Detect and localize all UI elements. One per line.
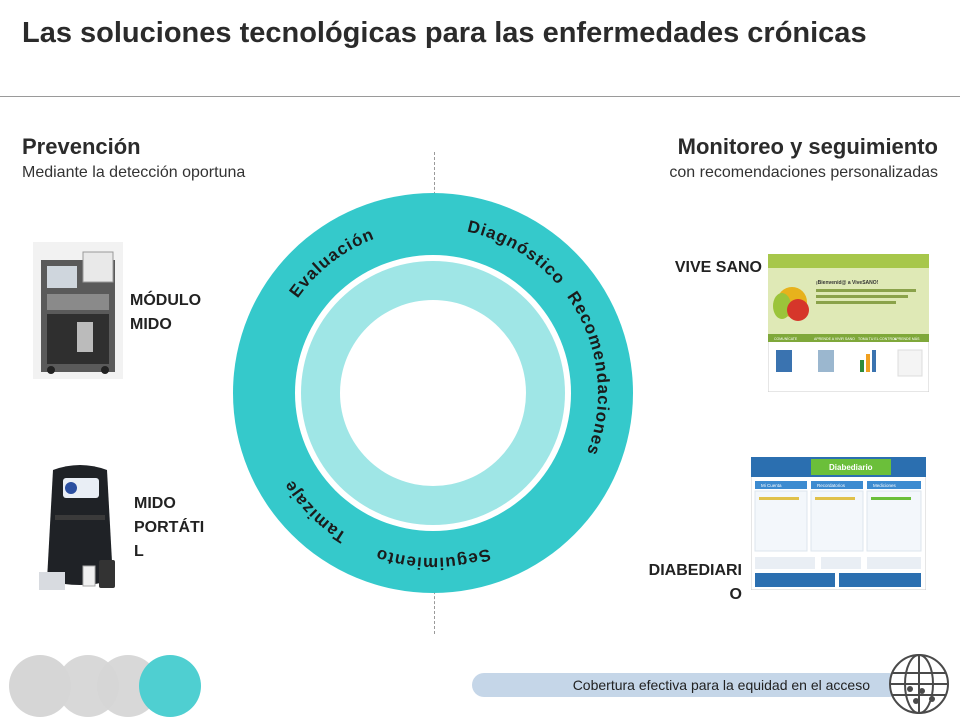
diabediario-line2: O	[729, 586, 742, 603]
vive-sano-col2: APRENDE A VIVIR SANO	[814, 337, 855, 341]
prevention-subheading: Mediante la detección oportuna	[22, 164, 246, 181]
diabediario-label: DIABEDIARI O	[612, 559, 742, 607]
mido-portatil-line2: PORTÁTI	[134, 519, 205, 536]
diabediario-col3: Mediciones	[873, 483, 897, 488]
mido-portatil-line1: MIDO	[134, 495, 176, 512]
vive-sano-screenshot: ¡Bienvenid@ a ViveSANO! COMUNÍCATE APREN…	[768, 254, 929, 392]
vive-sano-label: VIVE SANO	[674, 259, 762, 276]
mido-portatil-photo	[33, 460, 127, 594]
mido-portatil-line3: L	[134, 543, 144, 560]
monitoring-header: Monitoreo y seguimiento con recomendacio…	[669, 134, 938, 182]
monitoring-heading: Monitoreo y seguimiento	[677, 134, 938, 159]
care-cycle-diagram: Diagnóstico Recomendaciones Seguimiento …	[233, 193, 633, 593]
monitoring-subheading: con recomendaciones personalizadas	[669, 164, 938, 181]
diabediario-col2: Recordatorios	[817, 483, 846, 488]
modulo-mido-label: MÓDULO MIDO	[130, 292, 202, 333]
decor-circle-4	[139, 655, 201, 717]
modulo-mido-photo	[33, 242, 123, 379]
mido-portatil-label: MIDO PORTÁTI L	[134, 492, 234, 564]
vive-sano-col3: TOMA TU EL CONTROL	[858, 337, 897, 341]
decorative-circles	[9, 655, 201, 717]
diabediario-line1: DIABEDIARI	[648, 562, 742, 579]
footer-banner: Cobertura efectiva para la equidad en el…	[472, 673, 900, 697]
cycle-center	[340, 300, 526, 486]
diabediario-col1: Mi Cuenta	[761, 483, 782, 488]
vive-sano-col4: APRENDE MÁS	[894, 337, 920, 341]
diabediario-screenshot: Diabediario Mi Cuenta Recordatorios Medi…	[751, 457, 926, 590]
vive-sano-welcome: ¡Bienvenid@ a ViveSANO!	[816, 280, 879, 286]
vive-sano-col1: COMUNÍCATE	[774, 337, 798, 341]
prevention-header: Prevención Mediante la detección oportun…	[22, 134, 245, 182]
prevention-heading: Prevención	[22, 134, 141, 159]
title-divider	[0, 96, 960, 97]
slide-title: Las soluciones tecnológicas para las enf…	[22, 17, 867, 49]
decor-circle-1	[9, 655, 71, 717]
globe-logo-icon	[889, 654, 949, 714]
diabediario-title: Diabediario	[829, 463, 873, 472]
